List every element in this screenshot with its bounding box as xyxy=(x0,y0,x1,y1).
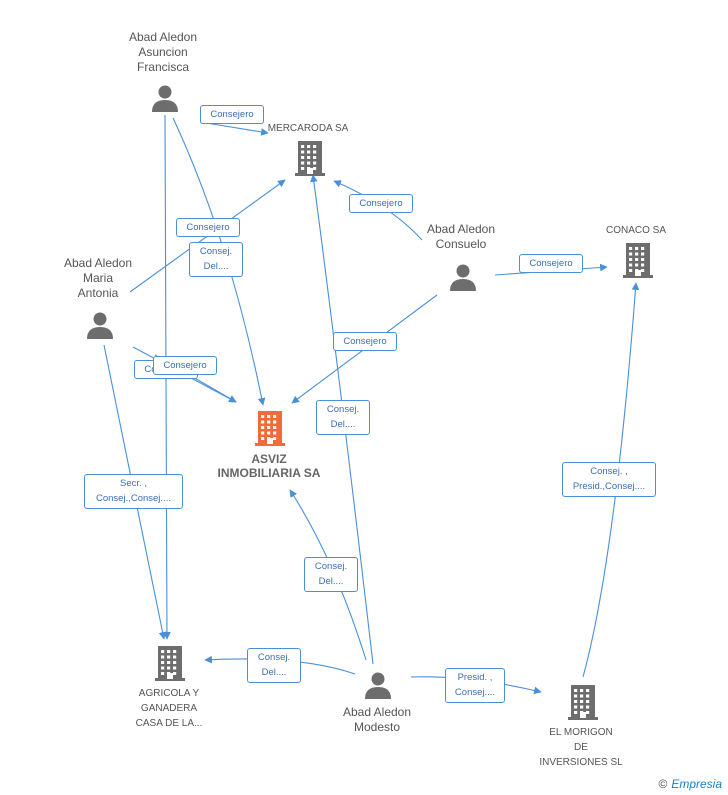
edge-label[interactable]: Consejero xyxy=(333,332,397,351)
node-label-line: Consuelo xyxy=(435,237,487,251)
edge-label-line: Consej. , xyxy=(590,466,628,477)
edge-label-line: Consej.,Consej.... xyxy=(96,493,171,504)
edge-label-line: Consej.... xyxy=(454,687,496,698)
node-label-line: AGRICOLA Y xyxy=(138,688,200,699)
edge-label[interactable]: Consejero xyxy=(176,218,240,237)
edge-label-line: Consejero xyxy=(343,336,387,347)
node-label-line: ASVIZ xyxy=(251,452,287,466)
node-label-line: MERCARODA SA xyxy=(267,123,349,134)
relationship-edge xyxy=(310,174,374,665)
building-icon[interactable] xyxy=(295,140,325,181)
building-icon[interactable] xyxy=(568,684,598,725)
node-label-line: DE xyxy=(574,742,588,753)
node-label-line: Abad Aledon xyxy=(128,30,198,44)
edge-label[interactable]: Consejero xyxy=(349,194,413,213)
edge-label-line: Consejero xyxy=(186,222,230,233)
edge-label-line: Consejero xyxy=(529,258,573,269)
edge-label[interactable]: Secr. , Consej.,Consej.... xyxy=(84,474,183,509)
edge-label-line: Consejero xyxy=(163,360,207,371)
building-icon[interactable] xyxy=(623,242,653,283)
edge-label-line: Consejero xyxy=(210,109,254,120)
node-label-line: GANADERA xyxy=(140,703,198,714)
building-icon[interactable] xyxy=(155,645,185,686)
edge-label-line: Presid.,Consej.... xyxy=(572,481,646,492)
node-label-line: Antonia xyxy=(77,286,119,300)
node-label-line: Maria xyxy=(82,271,113,285)
node-label-line: Asuncion xyxy=(138,45,188,59)
person-icon[interactable] xyxy=(150,83,180,118)
edge-label[interactable]: Consejero xyxy=(200,105,264,124)
node-label-line: Francisca xyxy=(136,60,189,74)
edge-label-line: Secr. , xyxy=(120,478,147,489)
edge-label-line: Del.... xyxy=(203,261,229,272)
edge-label[interactable]: Consej. Del.... xyxy=(304,557,358,592)
node-label-line: Abad Aledon xyxy=(342,705,412,719)
node-label-line: Abad Aledon xyxy=(63,256,133,270)
brand-name: Empresia xyxy=(671,777,722,791)
edge-label[interactable]: Consej. , Presid.,Consej.... xyxy=(562,462,656,497)
person-icon[interactable] xyxy=(448,262,478,297)
node-label-line: EL MORIGON xyxy=(549,727,613,738)
edge-label[interactable]: Consej. Del.... xyxy=(189,242,243,277)
building-icon[interactable] xyxy=(255,410,285,451)
node-label-conaco[interactable]: CONACO SA xyxy=(606,223,666,238)
node-label-agricola[interactable]: AGRICOLA Y GANADERA CASA DE LA... xyxy=(136,686,203,731)
node-label-line: CASA DE LA... xyxy=(135,718,203,729)
edge-label[interactable]: Consej. Del.... xyxy=(316,400,370,435)
node-label-line: INMOBILIARIA SA xyxy=(217,466,321,480)
edge-label-line: Presid. , xyxy=(457,672,493,683)
edge-label-line: Del.... xyxy=(261,667,287,678)
edge-label-line: Consej. xyxy=(257,652,291,663)
person-icon[interactable] xyxy=(363,670,393,705)
edge-label-line: Consej. xyxy=(314,561,348,572)
copyright-symbol: © xyxy=(658,777,668,791)
edge-label-line: Del.... xyxy=(318,576,344,587)
person-icon[interactable] xyxy=(85,310,115,345)
node-label-line: CONACO SA xyxy=(605,225,667,236)
edge-label-line: Consejero xyxy=(359,198,403,209)
node-label-line: Abad Aledon xyxy=(426,222,496,236)
node-label-line: INVERSIONES SL xyxy=(539,757,623,768)
edge-label[interactable]: Consejero xyxy=(153,356,217,375)
edge-label[interactable]: Consej. Del.... xyxy=(247,648,301,683)
node-label-el-morigon[interactable]: EL MORIGON DE INVERSIONES SL xyxy=(539,725,622,770)
edge-label-line: Consej. xyxy=(326,404,360,415)
node-label-mercaroda[interactable]: MERCARODA SA xyxy=(268,121,349,136)
edge-label[interactable]: Presid. , Consej.... xyxy=(445,668,505,703)
node-label-line: Modesto xyxy=(353,720,401,734)
edge-label[interactable]: Consejero xyxy=(519,254,583,273)
empresia-brand: ©Empresia xyxy=(658,777,722,791)
edge-label-line: Consej. xyxy=(199,246,233,257)
relationship-edge xyxy=(582,282,640,678)
edge-label-line: Del.... xyxy=(330,419,356,430)
